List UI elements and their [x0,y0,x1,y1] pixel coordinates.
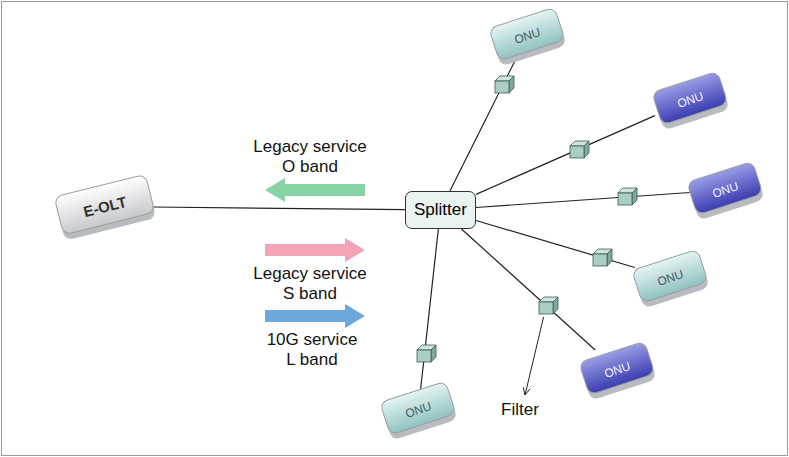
callout-label: Filter [490,400,550,420]
onu-device: ONU [488,6,568,66]
fiber-line [461,229,595,350]
onu-device: ONU [379,380,459,440]
filter-icon [495,76,514,93]
leader-line [525,317,544,395]
onu-device: ONU [651,70,731,130]
node-text: Splitter [414,200,467,220]
onu-device: ONU [578,340,658,400]
filter-icon [593,249,612,266]
splitter-box: Splitter [405,191,476,229]
band-label: Legacy service O band [250,137,370,176]
band-label: Legacy service S band [250,264,370,303]
olt-device: E-OLT [53,173,157,240]
fiber-line [421,229,439,390]
fiber-line [450,56,517,191]
fiber-line [153,207,405,210]
downstream-arrow [265,304,365,328]
onu-device: ONU [631,248,711,308]
filter-icon [618,188,637,205]
leader-arrow [523,387,530,395]
filter-icon [417,345,436,362]
filter-icon [539,297,558,314]
fiber-line [476,116,655,195]
fiber-line [476,192,690,207]
downstream-arrow [265,238,365,262]
upstream-arrow [265,178,365,202]
fiber-line [476,221,635,268]
onu-device: ONU [686,160,766,220]
band-label: 10G service L band [262,330,362,369]
filter-icon [570,141,589,158]
